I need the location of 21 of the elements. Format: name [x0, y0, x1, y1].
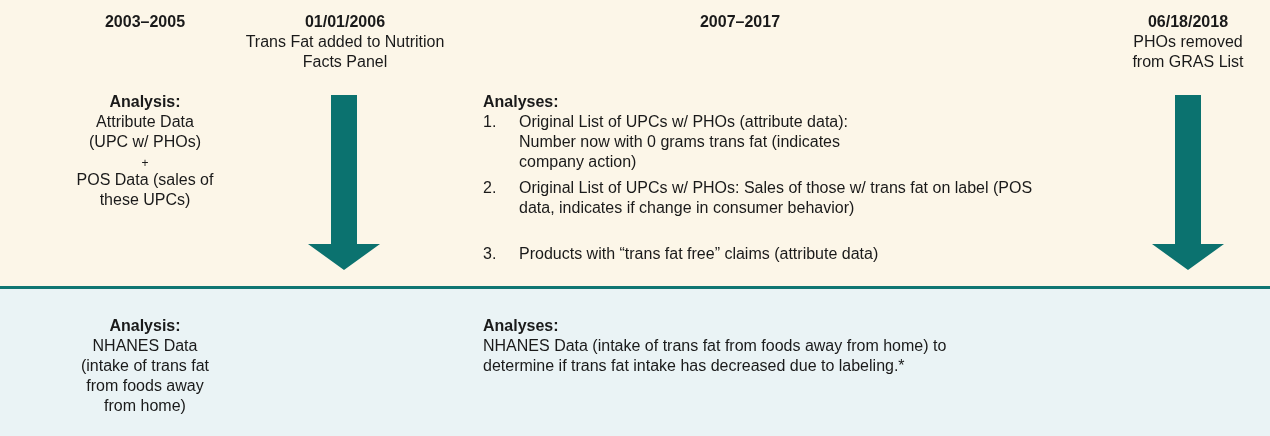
list-number: 3. [483, 244, 498, 264]
list-item: Original List of UPCs w/ PHOs: Sales of those w/ trans fat on label (POS data, indicates if change in consumer behavior) [519, 178, 1034, 218]
list-item: Original List of UPCs w/ PHOs (attribute data): Number now with 0 grams trans fat (indicates company action) [519, 112, 849, 172]
section-heading: Analysis: [108, 92, 182, 112]
analysis-text: NHANES Data (intake of trans fat from foods away from home) [79, 336, 211, 416]
section-heading: Analyses: [483, 316, 560, 336]
list-item: Products with “trans fat free” claims (attribute data) [519, 244, 880, 264]
date-heading: 2007–2017 [698, 12, 782, 32]
date-heading: 01/01/2006 [303, 12, 387, 32]
date-heading: 06/18/2018 [1146, 12, 1230, 32]
section-heading: Analysis: [108, 316, 182, 336]
section-heading: Analyses: [483, 92, 560, 112]
event-text: PHOs removed from GRAS List [1131, 32, 1245, 72]
analysis-text: Attribute Data (UPC w/ PHOs) [88, 112, 202, 152]
list-number: 2. [483, 178, 498, 198]
date-heading: 2003–2005 [103, 12, 187, 32]
plus-sign: + [140, 155, 150, 172]
list-number: 1. [483, 112, 498, 132]
event-text: Trans Fat added to Nutrition Facts Panel [245, 32, 445, 72]
analysis-text: NHANES Data (intake of trans fat from foods away from home) to determine if trans fat intake has decreased due to labeling.* [483, 336, 948, 376]
analysis-text: POS Data (sales of these UPCs) [75, 170, 215, 210]
